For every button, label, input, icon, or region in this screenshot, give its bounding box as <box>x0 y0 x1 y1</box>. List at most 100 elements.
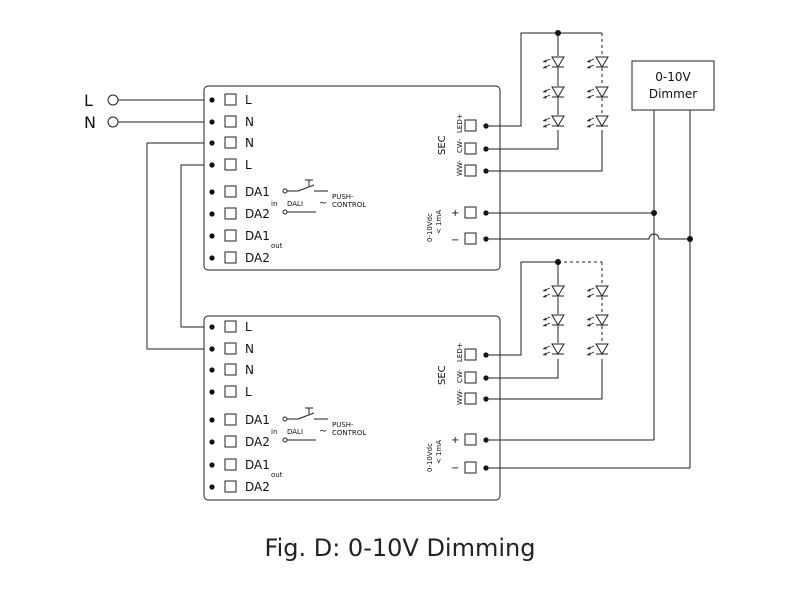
terminal-box <box>464 392 477 405</box>
driver-1-secondary-terminals: SEC LED+ CW- WW- 0-10Vdc < 1mA + − <box>426 113 489 246</box>
terminal-label-n: N <box>245 363 254 377</box>
switch-contact <box>282 416 288 422</box>
terminal-dot <box>209 233 215 239</box>
junction-dot <box>651 210 657 216</box>
terminal-box <box>224 458 237 471</box>
terminal-label-n: N <box>245 136 254 150</box>
terminal-box <box>224 342 237 355</box>
led-diode-icon <box>542 314 565 327</box>
switch-lever <box>297 412 315 420</box>
led-diode-icon <box>586 115 609 128</box>
driver-2-housing <box>203 315 501 501</box>
wire-cw-return <box>486 130 559 150</box>
terminal-box <box>224 158 237 171</box>
dimmer-0-10v: 0-10V Dimmer <box>486 60 715 469</box>
led-plus-label: LED+ <box>456 113 464 133</box>
terminal-box <box>464 119 477 132</box>
dimmer-box <box>631 60 715 111</box>
dimmer-label-1: 0-10V <box>655 70 691 84</box>
terminal-label-l: L <box>245 158 252 172</box>
terminal-dot <box>209 189 215 195</box>
led-diode-icon <box>542 86 565 99</box>
terminal-box <box>224 115 237 128</box>
wire-led-plus <box>486 32 600 127</box>
terminal-dot <box>209 324 215 330</box>
terminal-box <box>464 371 477 384</box>
mains-l-label: L <box>84 91 93 110</box>
dali-label: DALI <box>287 200 303 208</box>
terminal-label-l: L <box>245 320 252 334</box>
led-diode-icon <box>542 285 565 298</box>
junction-dot <box>555 30 561 36</box>
sec-label: SEC <box>437 135 448 155</box>
terminal-box <box>224 251 237 264</box>
led-diode-icon <box>586 86 609 99</box>
tilde-symbol: ~ <box>319 198 327 209</box>
terminal-box <box>224 320 237 333</box>
mains-l-terminal <box>107 94 119 106</box>
push-control-label-1: PUSH- <box>332 193 354 201</box>
led-wiring-2 <box>486 259 603 400</box>
led-diode-icon <box>586 314 609 327</box>
push-control-label-2: CONTROL <box>332 429 366 437</box>
dim-plus-label: + <box>451 208 459 219</box>
terminal-box <box>224 185 237 198</box>
mains-n-label: N <box>84 113 96 132</box>
led-diode-icon <box>586 285 609 298</box>
switch-lever <box>297 184 315 192</box>
loop-wiring <box>146 142 212 350</box>
terminal-label-da2: DA2 <box>245 207 270 221</box>
terminal-label-n: N <box>245 342 254 356</box>
dim-voltage-label: 0-10Vdc <box>426 213 434 242</box>
mains-supply: L N <box>84 91 212 132</box>
driver-1-housing <box>203 85 501 271</box>
dim-plus-label: + <box>451 435 459 446</box>
terminal-label-da1: DA1 <box>245 413 270 427</box>
terminal-label-n: N <box>245 115 254 129</box>
terminal-label-da1: DA1 <box>245 229 270 243</box>
cw-minus-label: CW- <box>456 138 464 153</box>
in-label: in <box>271 428 277 436</box>
push-control-switch: ~ PUSH- CONTROL <box>282 407 366 443</box>
led-diode-icon <box>542 56 565 69</box>
dimmer-label-2: Dimmer <box>649 87 697 101</box>
wire-cw-return <box>486 359 559 379</box>
terminal-box <box>224 229 237 242</box>
terminal-dot <box>209 140 215 146</box>
wire-ww-return <box>486 130 603 172</box>
switch-contact <box>282 437 288 443</box>
terminal-box <box>224 136 237 149</box>
out-label: out <box>271 242 283 250</box>
cw-minus-label: CW- <box>456 368 464 383</box>
junction-dot <box>555 259 561 265</box>
switch-contact <box>282 188 288 194</box>
terminal-label-da2: DA2 <box>245 435 270 449</box>
figure-caption: Fig. D: 0-10V Dimming <box>264 534 536 562</box>
terminal-dot <box>209 417 215 423</box>
terminal-box <box>224 93 237 106</box>
ww-minus-label: WW- <box>456 159 464 176</box>
terminal-label-l: L <box>245 93 252 107</box>
dim-minus-label: − <box>451 463 459 474</box>
terminal-dot <box>209 389 215 395</box>
dim-current-label: < 1mA <box>435 440 443 464</box>
terminal-label-l: L <box>245 385 252 399</box>
terminal-box <box>464 348 477 361</box>
terminal-dot <box>209 484 215 490</box>
push-control-label-1: PUSH- <box>332 421 354 429</box>
terminal-label-da1: DA1 <box>245 185 270 199</box>
sec-label: SEC <box>437 365 448 385</box>
led-diode-icon <box>586 56 609 69</box>
terminal-box <box>464 142 477 155</box>
terminal-dot <box>209 119 215 125</box>
terminal-box <box>224 363 237 376</box>
led-symbols <box>542 56 609 356</box>
terminal-dot <box>209 255 215 261</box>
driver-2-dali-terminals: DA1 DA2 DA1 DA2 in DALI out <box>209 413 303 494</box>
terminal-box <box>224 480 237 493</box>
terminal-dot <box>209 211 215 217</box>
driver-1-dali-terminals: DA1 DA2 DA1 DA2 in DALI out <box>209 185 303 265</box>
led-wiring-1 <box>486 30 603 172</box>
led-diode-icon <box>542 115 565 128</box>
driver-2-input-terminals: L N N L <box>209 320 254 399</box>
